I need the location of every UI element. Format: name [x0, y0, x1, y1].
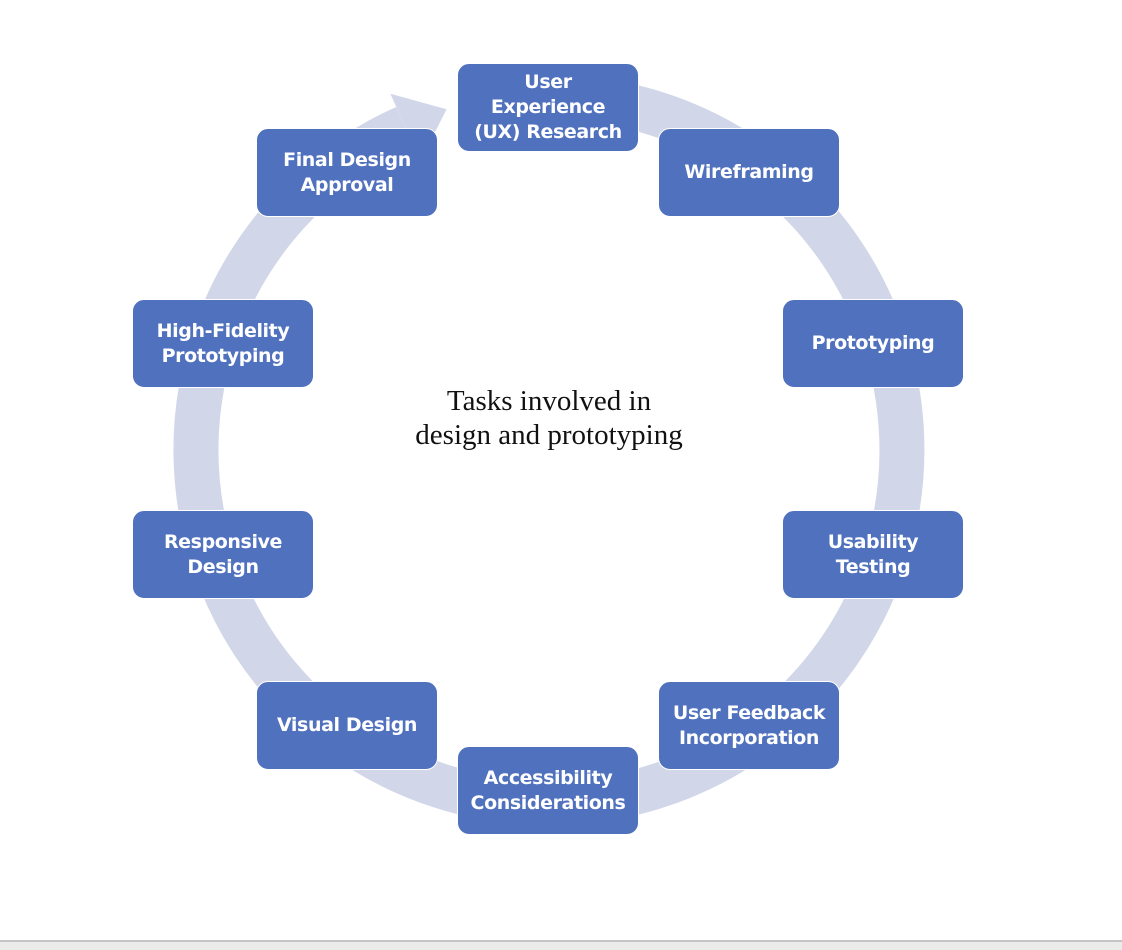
diagram-title: Tasks involved in design and prototyping: [415, 385, 683, 451]
step-final-approval: Final Design Approval: [256, 128, 438, 217]
cycle-arrowhead: [390, 93, 447, 162]
step-visual-design: Visual Design: [256, 681, 438, 770]
step-responsive-design: Responsive Design: [132, 510, 314, 599]
step-ux-research: User Experience (UX) Research: [457, 63, 639, 152]
step-usability-testing: Usability Testing: [782, 510, 964, 599]
step-high-fidelity: High-Fidelity Prototyping: [132, 299, 314, 388]
step-user-feedback: User Feedback Incorporation: [658, 681, 840, 770]
status-bar: [0, 940, 1122, 950]
step-accessibility: Accessibility Considerations: [457, 746, 639, 835]
step-prototyping: Prototyping: [782, 299, 964, 388]
step-wireframing: Wireframing: [658, 128, 840, 217]
